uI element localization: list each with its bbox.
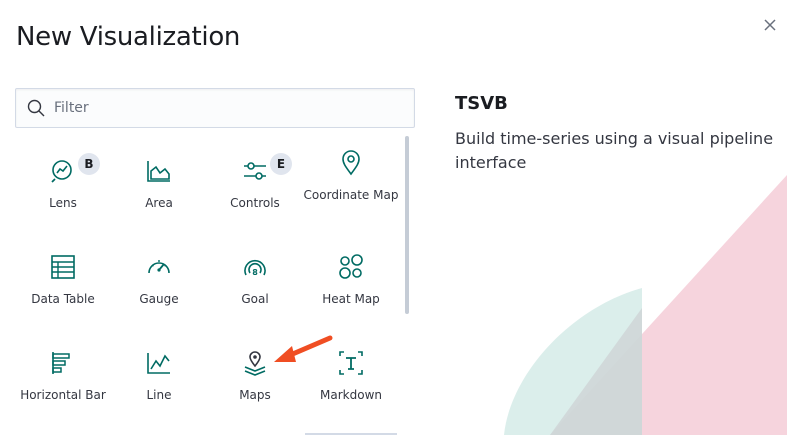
tile-maps[interactable]: Maps <box>207 327 303 423</box>
map-marker-icon <box>337 149 365 177</box>
description-title: TSVB <box>455 93 508 114</box>
svg-text:8: 8 <box>252 268 258 277</box>
goal-icon: 8 <box>241 253 269 281</box>
tile-label: Data Table <box>31 292 95 306</box>
experimental-badge: E <box>270 153 292 175</box>
tile-label: Maps <box>239 388 271 402</box>
line-chart-icon <box>145 349 173 377</box>
tile-label: Horizontal Bar <box>20 388 106 402</box>
tile-label: Area <box>145 196 173 210</box>
search-field[interactable] <box>15 88 415 128</box>
tile-lens[interactable]: B Lens <box>15 135 111 231</box>
area-chart-icon <box>145 157 173 185</box>
controls-icon <box>241 157 269 185</box>
tile-label: Line <box>146 388 172 402</box>
lens-icon <box>49 157 77 185</box>
tile-goal[interactable]: 8 Goal <box>207 231 303 327</box>
divider <box>305 433 397 435</box>
gauge-icon <box>145 253 173 281</box>
decorative-illustration <box>504 175 787 435</box>
tile-data-table[interactable]: Data Table <box>15 231 111 327</box>
tile-label: Goal <box>241 292 269 306</box>
tile-label: Coordinate Map <box>303 188 399 202</box>
grid-scrollbar[interactable] <box>405 136 409 314</box>
maps-icon <box>241 349 269 377</box>
close-button[interactable] <box>760 15 780 35</box>
tile-controls[interactable]: E Controls <box>207 135 303 231</box>
table-icon <box>49 253 77 281</box>
tile-heat-map[interactable]: Heat Map <box>303 231 399 327</box>
horizontal-bar-icon <box>49 349 77 377</box>
beta-badge: B <box>78 153 100 175</box>
tile-gauge[interactable]: Gauge <box>111 231 207 327</box>
description-text: Build time-series using a visual pipelin… <box>455 129 774 172</box>
tile-label: Controls <box>230 196 280 210</box>
tile-markdown[interactable]: Markdown <box>303 327 399 423</box>
search-icon <box>27 99 45 117</box>
tile-label: Gauge <box>139 292 179 306</box>
tile-line[interactable]: Line <box>111 327 207 423</box>
close-icon <box>764 19 776 31</box>
tile-label: Markdown <box>320 388 382 402</box>
modal-title: New Visualization <box>16 22 241 52</box>
tile-coordinate-map[interactable]: Coordinate Map <box>303 135 399 231</box>
tile-label: Lens <box>49 196 77 210</box>
tile-area[interactable]: Area <box>111 135 207 231</box>
search-input[interactable] <box>54 89 404 127</box>
heatmap-icon <box>337 253 365 281</box>
tile-label: Heat Map <box>322 292 380 306</box>
tile-horizontal-bar[interactable]: Horizontal Bar <box>15 327 111 423</box>
annotation-arrow-icon <box>274 335 333 362</box>
visualization-grid: B Lens Area E Controls Coordinate Map Da… <box>15 135 405 435</box>
markdown-icon <box>337 349 365 377</box>
